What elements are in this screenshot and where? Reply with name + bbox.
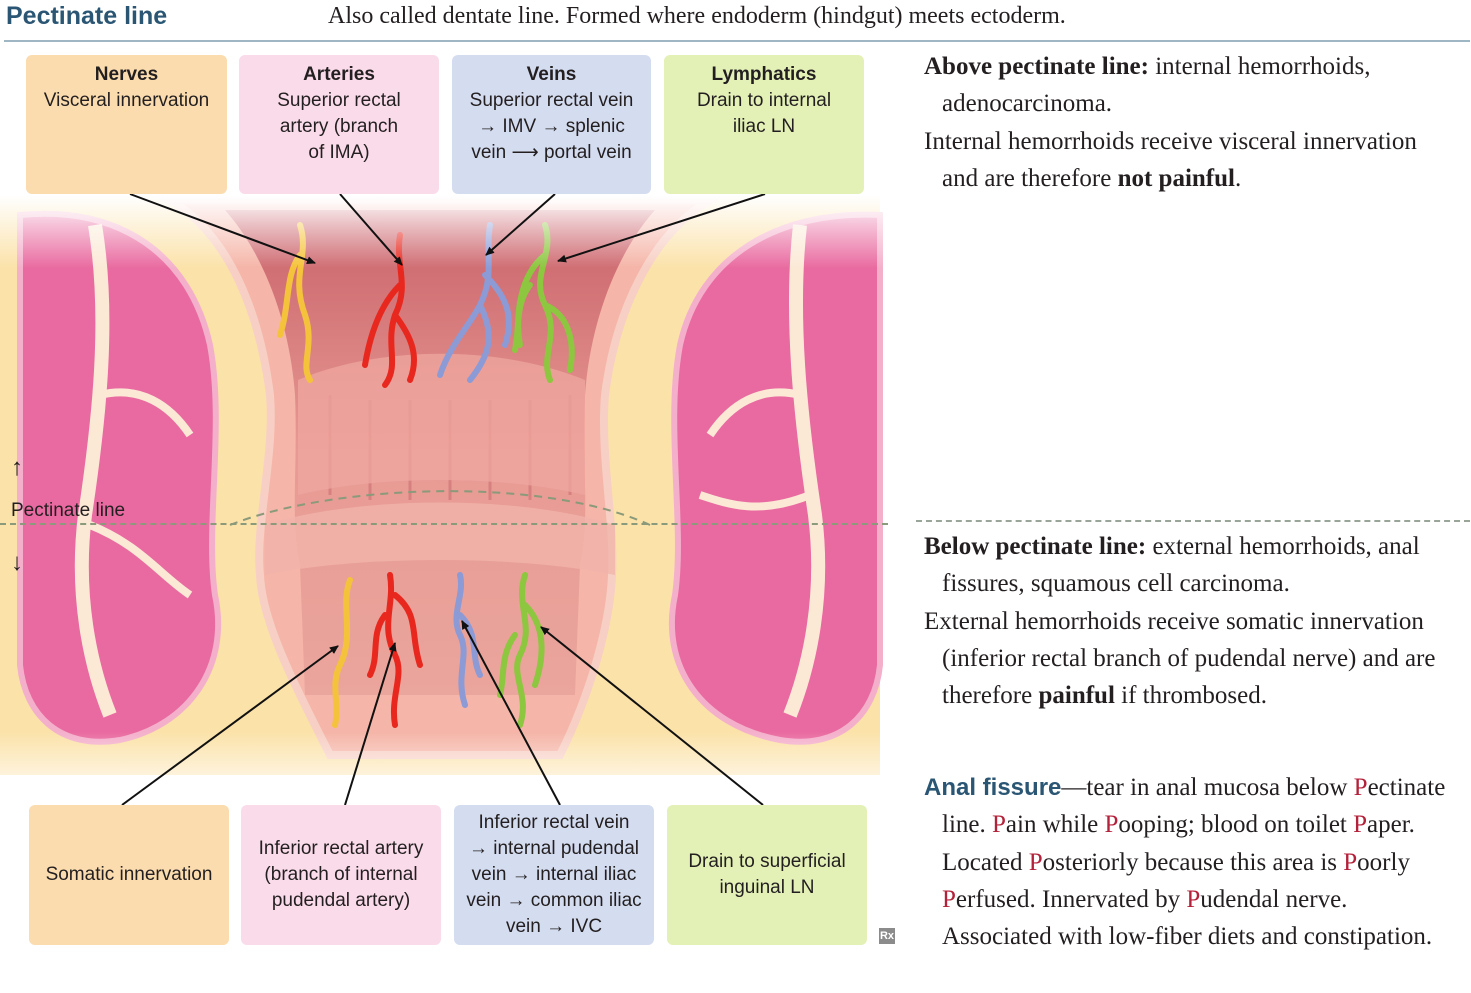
fissure-text: ain while (1005, 811, 1105, 839)
veins-top-line: Superior rectal vein (469, 90, 634, 111)
fissure-text: erfused. Innervated by (955, 885, 1187, 913)
arteries-bottom-line: pudendal artery) (271, 890, 411, 911)
lymphatics-bottom-line: inguinal LN (719, 877, 815, 898)
page-title: Pectinate line (6, 2, 168, 30)
arrow-up-icon: ↑ (11, 454, 23, 481)
lymphatics-top-line: Drain to internal (696, 90, 832, 111)
rx-logo-icon: Rx (879, 928, 895, 944)
lymphatics-top-box: Lymphatics Drain to internal iliac LN (664, 55, 864, 194)
anal-fissure-paragraph: Anal fissure—tear in anal mucosa below P… (924, 769, 1454, 955)
nerves-bottom-line: Somatic innervation (45, 864, 213, 885)
image-fade (0, 195, 900, 805)
veins-heading: Veins (526, 64, 577, 85)
lymphatics-bottom-line: Drain to superficial (688, 851, 846, 872)
below-section: Below pectinate line: external hemorrhoi… (924, 528, 1464, 714)
above-conditions-text: internal hemorrhoids, adenocarcinoma. (942, 53, 1371, 118)
nerves-bottom-box: Somatic innervation (29, 805, 229, 945)
veins-top-line: vein ⟶ portal vein (471, 142, 632, 163)
mnemonic-letter: P (1353, 811, 1368, 839)
page-subtitle: Also called dentate line. Formed where e… (328, 3, 1066, 29)
below-para-end: if thrombosed. (1114, 682, 1267, 710)
veins-bottom-box: Inferior rectal vein → internal pudendal… (454, 805, 654, 945)
arteries-top-line: of IMA) (308, 142, 370, 163)
arteries-top-box: Arteries Superior rectal artery (branch … (239, 55, 439, 194)
fissure-text: oorly (1357, 848, 1410, 876)
veins-bottom-line: vein → common iliac (466, 890, 642, 911)
above-explanation: Internal hemorrhoids receive visceral in… (924, 123, 1454, 198)
nerves-top-line: Visceral innervation (43, 90, 210, 111)
header-divider (4, 40, 1470, 42)
pectinate-dashed-line (0, 523, 888, 525)
arrow-down-icon: ↓ (11, 549, 23, 576)
fissure-text: aper. Located (942, 811, 1415, 876)
below-para-text: External hemorrhoids receive somatic inn… (924, 607, 1436, 710)
veins-top-box: Veins Superior rectal vein → IMV → splen… (452, 55, 651, 194)
mnemonic-letter: P (1353, 774, 1368, 801)
above-conditions: Above pectinate line: internal hemorrhoi… (924, 48, 1454, 123)
arteries-bottom-line: Inferior rectal artery (258, 838, 424, 859)
mnemonic-letter: P (1186, 885, 1201, 913)
above-para-text: Internal hemorrhoids receive visceral in… (924, 127, 1417, 192)
arteries-bottom-line: (branch of internal (264, 864, 418, 885)
above-para-end: . (1235, 164, 1242, 192)
nerves-top-box: Nerves Visceral innervation (26, 55, 227, 194)
fissure-text: osteriorly because this area is (1042, 848, 1344, 876)
below-para-bold: painful (1038, 682, 1115, 710)
pectinate-line-label: Pectinate line (11, 500, 126, 521)
above-heading: Above pectinate line: (924, 53, 1149, 80)
lymphatics-top-line: iliac LN (732, 116, 796, 137)
veins-bottom-line: Inferior rectal vein (478, 812, 630, 833)
mnemonic-letter: P (992, 811, 1006, 839)
veins-bottom-line: vein → IVC (505, 916, 603, 937)
veins-top-line: → IMV → splenic (478, 116, 625, 137)
below-heading: Below pectinate line: (924, 533, 1147, 560)
fissure-text: ectinate line. (942, 774, 1446, 839)
anal-canal-illustration (0, 195, 900, 805)
lymphatics-heading: Lymphatics (711, 64, 817, 85)
arteries-bottom-box: Inferior rectal artery (branch of intern… (241, 805, 441, 945)
above-para-bold: not painful (1117, 164, 1235, 192)
arteries-top-line: Superior rectal (277, 90, 401, 111)
mnemonic-letter: P (1104, 811, 1119, 839)
below-conditions-text: external hemorrhoids, anal fissures, squ… (942, 533, 1420, 598)
below-conditions: Below pectinate line: external hemorrhoi… (924, 528, 1464, 603)
mnemonic-letter: P (1343, 848, 1358, 876)
nerves-heading: Nerves (94, 64, 159, 85)
lymphatics-bottom-box: Drain to superficial inguinal LN (667, 805, 867, 945)
above-section: Above pectinate line: internal hemorrhoi… (924, 48, 1454, 197)
fissure-text: udendal nerve. Associated with low-fiber… (942, 885, 1433, 951)
mnemonic-letter: P (1028, 848, 1043, 876)
anal-fissure-dash: —tear in anal mucosa below (1061, 774, 1354, 801)
mnemonic-letter: P (942, 885, 956, 913)
anal-fissure-section: Anal fissure—tear in anal mucosa below P… (924, 769, 1454, 955)
anal-fissure-heading: Anal fissure (924, 774, 1062, 801)
below-explanation: External hemorrhoids receive somatic inn… (924, 603, 1464, 715)
arteries-top-line: artery (branch (279, 116, 399, 137)
veins-bottom-line: → internal pudendal (468, 838, 640, 859)
arteries-heading: Arteries (303, 64, 375, 85)
pectinate-dashed-line-text-divider (916, 520, 1470, 522)
veins-bottom-line: vein → internal iliac (471, 864, 637, 885)
fissure-text: ooping; blood on toilet (1118, 811, 1354, 839)
